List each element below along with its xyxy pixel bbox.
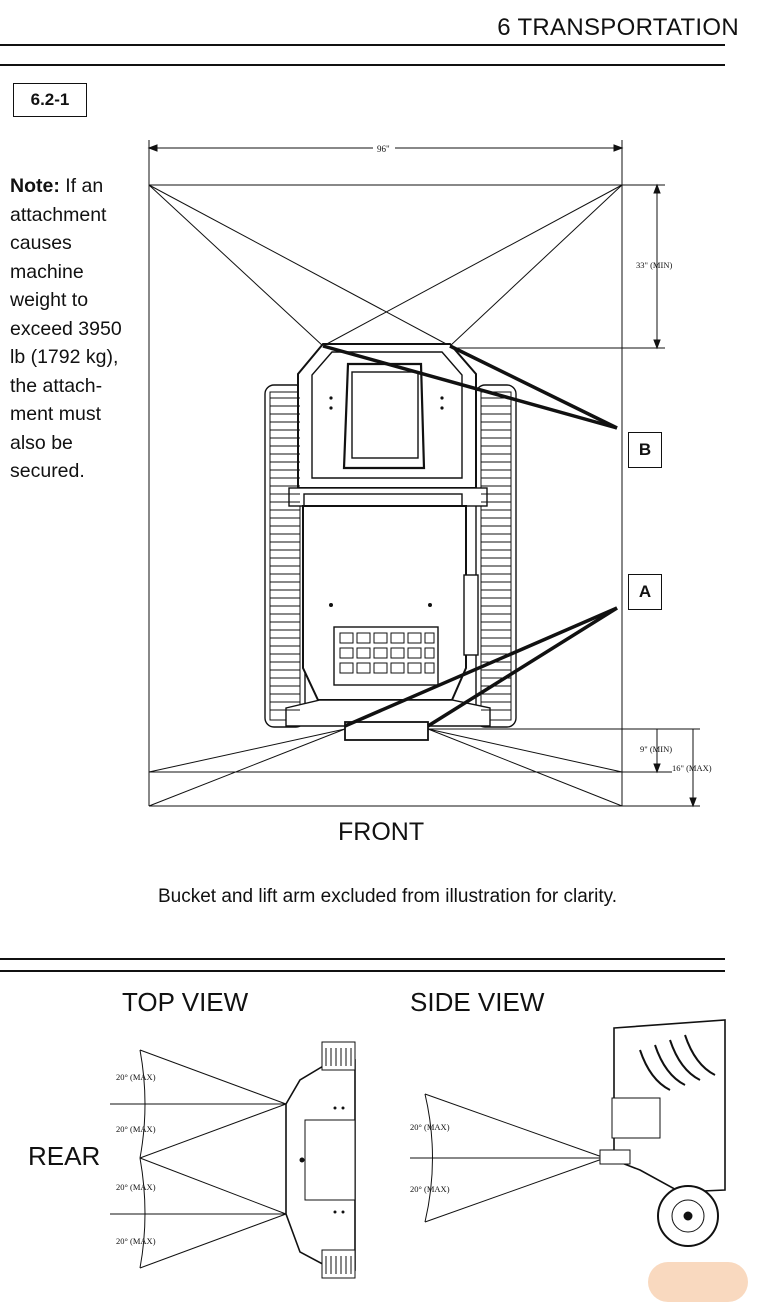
front-label: FRONT xyxy=(338,818,425,846)
corner-scroll-button[interactable] xyxy=(648,1262,748,1302)
side-angle-label: 20° (MAX) xyxy=(410,1122,450,1132)
note-line: also be xyxy=(10,431,73,454)
note-heading: Note: xyxy=(10,175,60,197)
note-line: weight to xyxy=(10,289,89,311)
section-title: 6 TRANSPORTATION xyxy=(497,14,739,41)
top-view-title: TOP VIEW xyxy=(122,987,249,1017)
note-line: exceed 3950 xyxy=(10,317,122,340)
figure-top-rule xyxy=(0,64,725,66)
note-line: the attach- xyxy=(10,374,103,397)
top-angle-label: 20° (MAX) xyxy=(116,1072,156,1082)
callout-b: B xyxy=(628,432,662,468)
note-text: Note: If an attachment causes machine we… xyxy=(10,172,135,486)
note-line: secured. xyxy=(10,460,85,482)
rear-clearance-label: 33" (MIN) xyxy=(636,260,672,270)
rear-label: REAR xyxy=(28,1141,101,1171)
width-dimension-label: 96" xyxy=(377,144,390,154)
top-angle-label: 20° (MAX) xyxy=(116,1236,156,1246)
top-angle-label: 20° (MAX) xyxy=(116,1182,156,1192)
note-line: ment must xyxy=(10,403,102,425)
side-view-title: SIDE VIEW xyxy=(410,987,545,1017)
note-line: lb (1792 kg), xyxy=(10,346,119,368)
tie-down-diagram: 96" 33" (MIN) 9" (MIN) 16" (MAX) xyxy=(147,140,712,808)
note-line: attachment xyxy=(10,203,107,226)
side-angle-label: 20° (MAX) xyxy=(410,1184,450,1194)
note-line: If an xyxy=(65,175,104,197)
figure-caption: Bucket and lift arm excluded from illust… xyxy=(158,886,617,907)
note-line: machine xyxy=(10,260,84,283)
top-angle-label: 20° (MAX) xyxy=(116,1124,156,1134)
front-min-label: 9" (MIN) xyxy=(640,744,672,754)
header-rule xyxy=(0,44,725,46)
machine-drawing xyxy=(264,343,517,741)
angle-views-diagram: 20° (MAX) 20° (MAX) 20° (MAX) 20° (MAX) … xyxy=(110,1019,726,1279)
callout-a: A xyxy=(628,574,662,610)
figure-label: 6.2-1 xyxy=(13,83,87,117)
section-rule xyxy=(0,958,725,960)
section-rule-lower xyxy=(0,970,725,972)
note-line: causes xyxy=(10,232,72,254)
front-max-label: 16" (MAX) xyxy=(672,763,712,773)
